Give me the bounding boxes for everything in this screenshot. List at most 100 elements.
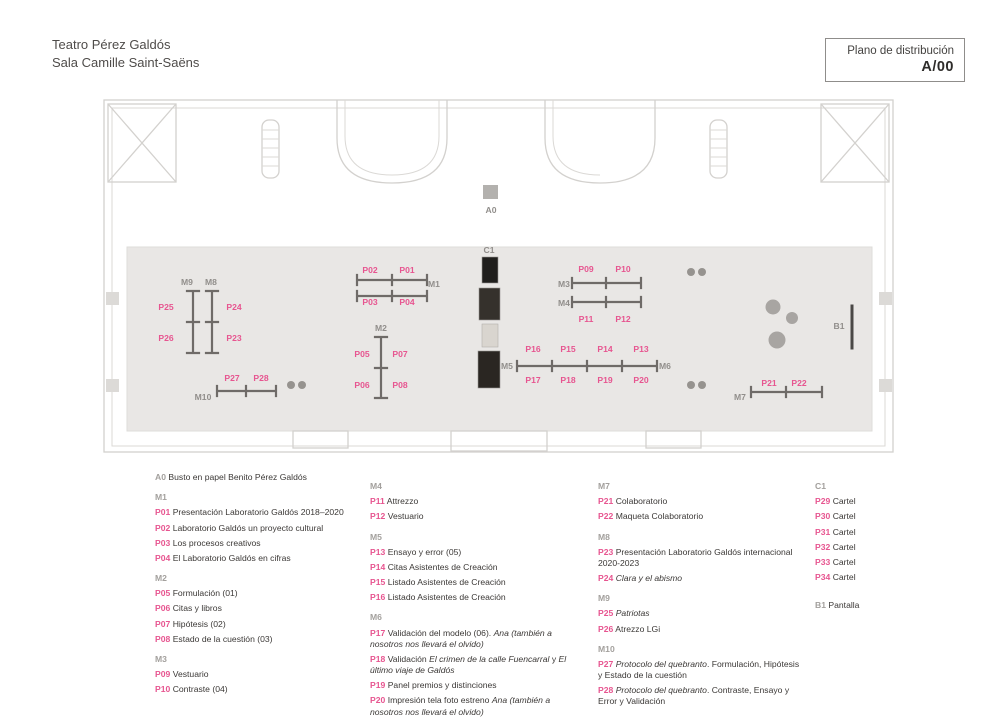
floor-columns — [287, 268, 706, 389]
legend-code: P25 — [598, 608, 614, 619]
legend-code: P15 — [370, 577, 386, 588]
plan-label-p08: P08 — [392, 380, 408, 390]
legend-code: A0 — [155, 472, 166, 482]
legend-code: P23 — [598, 546, 614, 557]
legend-item-p01: P01 Presentación Laboratorio Galdós 2018… — [155, 507, 363, 518]
legend-text: Impresión tela foto estreno — [387, 695, 492, 706]
plan-label-p20: P20 — [633, 375, 649, 385]
plan-label-p21: P21 — [761, 378, 777, 388]
legend-item-p23: P23 Presentación Laboratorio Galdós inte… — [598, 547, 800, 569]
building-linework — [103, 99, 894, 453]
poster-thumbnail — [477, 350, 501, 389]
plan-label-m3: M3 — [558, 279, 570, 289]
legend-text: Clara y el abismo — [615, 573, 683, 584]
pilaster — [879, 379, 892, 392]
legend-text: Formulación (01) — [172, 588, 238, 599]
legend-item-b1: B1 Pantalla — [815, 600, 967, 611]
legend-spacer — [815, 587, 967, 600]
legend-text: Estado de la cuestión (03) — [172, 633, 273, 644]
poster-thumbnail — [481, 323, 499, 348]
plan-label-p05: P05 — [354, 349, 370, 359]
venue-title-line2: Sala Camille Saint-Saëns — [52, 55, 200, 71]
legend-code: P11 — [370, 496, 385, 507]
legend-text: . Formulación, Hipótesis y Estado de la … — [598, 658, 800, 681]
plan-label-m1: M1 — [428, 279, 440, 289]
panel-group-m3-m4 — [570, 276, 643, 309]
pilaster — [879, 292, 892, 305]
legend-header-m4: M4 — [370, 481, 582, 492]
legend-text: El último viaje de Galdós — [370, 653, 567, 676]
panel-group-m8-m9 — [185, 289, 220, 355]
legend-text: Citas y libros — [172, 603, 222, 614]
plan-label-p15: P15 — [560, 344, 576, 354]
plan-label-p19: P19 — [597, 375, 613, 385]
outer-wall — [103, 99, 894, 453]
legend-text: y — [549, 653, 559, 664]
plan-label-p27: P27 — [224, 373, 240, 383]
legend-text: Protocolo del quebranto — [615, 658, 707, 669]
plan-label-p16: P16 — [525, 344, 541, 354]
legend-text: Vestuario — [172, 669, 209, 680]
inner-wall — [111, 107, 886, 447]
legend-text: Atrezzo LGi — [615, 623, 661, 634]
legend-item-p29: P29 Cartel — [815, 496, 967, 507]
legend-code: P08 — [155, 633, 171, 644]
plan-label-p24: P24 — [226, 302, 242, 312]
distribution-plan-page: Teatro Pérez Galdós Sala Camille Saint-S… — [52, 37, 967, 717]
legend-code: P21 — [598, 496, 614, 507]
legend-text: Ana (también a nosotros nos llevará el o… — [370, 627, 552, 649]
legend-header-m3: M3 — [155, 654, 363, 665]
a0-bust-marker — [483, 185, 498, 199]
corner-room-top-left — [107, 103, 177, 183]
legend-code: P33 — [815, 556, 831, 567]
legend-text: Cartel — [832, 541, 856, 552]
legend-code: M3 — [155, 653, 167, 664]
legend-code: M5 — [370, 531, 382, 542]
round-seats — [765, 299, 798, 349]
plan-label-b1: B1 — [834, 321, 845, 331]
plan-label-m9: M9 — [181, 277, 193, 287]
legend-text: Colaboratorio — [615, 496, 668, 507]
plan-label-m5: M5 — [501, 361, 513, 371]
bay-left — [336, 100, 448, 184]
legend-header-m1: M1 — [155, 492, 363, 503]
legend-item-p03: P03 Los procesos creativos — [155, 538, 363, 549]
legend-item-p31: P31 Cartel — [815, 527, 967, 538]
legend-header-m10: M10 — [598, 644, 800, 655]
legend-header-m2: M2 — [155, 573, 363, 584]
legend-code: P12 — [370, 511, 386, 522]
legend-code: M4 — [370, 481, 382, 491]
legend-item-p10: P10 Contraste (04) — [155, 684, 363, 695]
plan-label-p06: P06 — [354, 380, 370, 390]
legend-code: M9 — [598, 593, 610, 604]
legend-code: P09 — [155, 669, 171, 680]
plan-label-m8: M8 — [205, 277, 217, 287]
legend-text: Busto en papel Benito Pérez Galdós — [168, 472, 307, 482]
legend-code: B1 — [815, 600, 826, 611]
plan-box-code: A/00 — [921, 59, 954, 75]
panel-groups — [185, 256, 854, 400]
legend-code: P03 — [155, 537, 171, 548]
corner-room-top-right — [820, 103, 890, 183]
legend-item-p14: P14 Citas Asistentes de Creación — [370, 562, 582, 573]
legend-code: P04 — [155, 552, 171, 563]
legend-code: M7 — [598, 481, 610, 491]
legend-item-p24: P24 Clara y el abismo — [598, 573, 800, 584]
legend-code: P30 — [815, 511, 831, 522]
legend-item-p11: P11 Attrezzo — [370, 496, 582, 507]
legend-item-p30: P30 Cartel — [815, 511, 967, 522]
legend-item-p08: P08 Estado de la cuestión (03) — [155, 634, 363, 645]
legend-item-p32: P32 Cartel — [815, 542, 967, 553]
legend-code: P24 — [598, 573, 614, 584]
legend-code: P29 — [815, 496, 831, 507]
legend-item-p02: P02 Laboratorio Galdós un proyecto cultu… — [155, 523, 363, 534]
legend-code: M10 — [598, 643, 615, 654]
plan-label-p17: P17 — [525, 375, 541, 385]
legend-header-m7: M7 — [598, 481, 800, 492]
plan-label-p03: P03 — [362, 297, 378, 307]
legend-item-p05: P05 Formulación (01) — [155, 588, 363, 599]
bottom-niche-center — [450, 430, 548, 452]
